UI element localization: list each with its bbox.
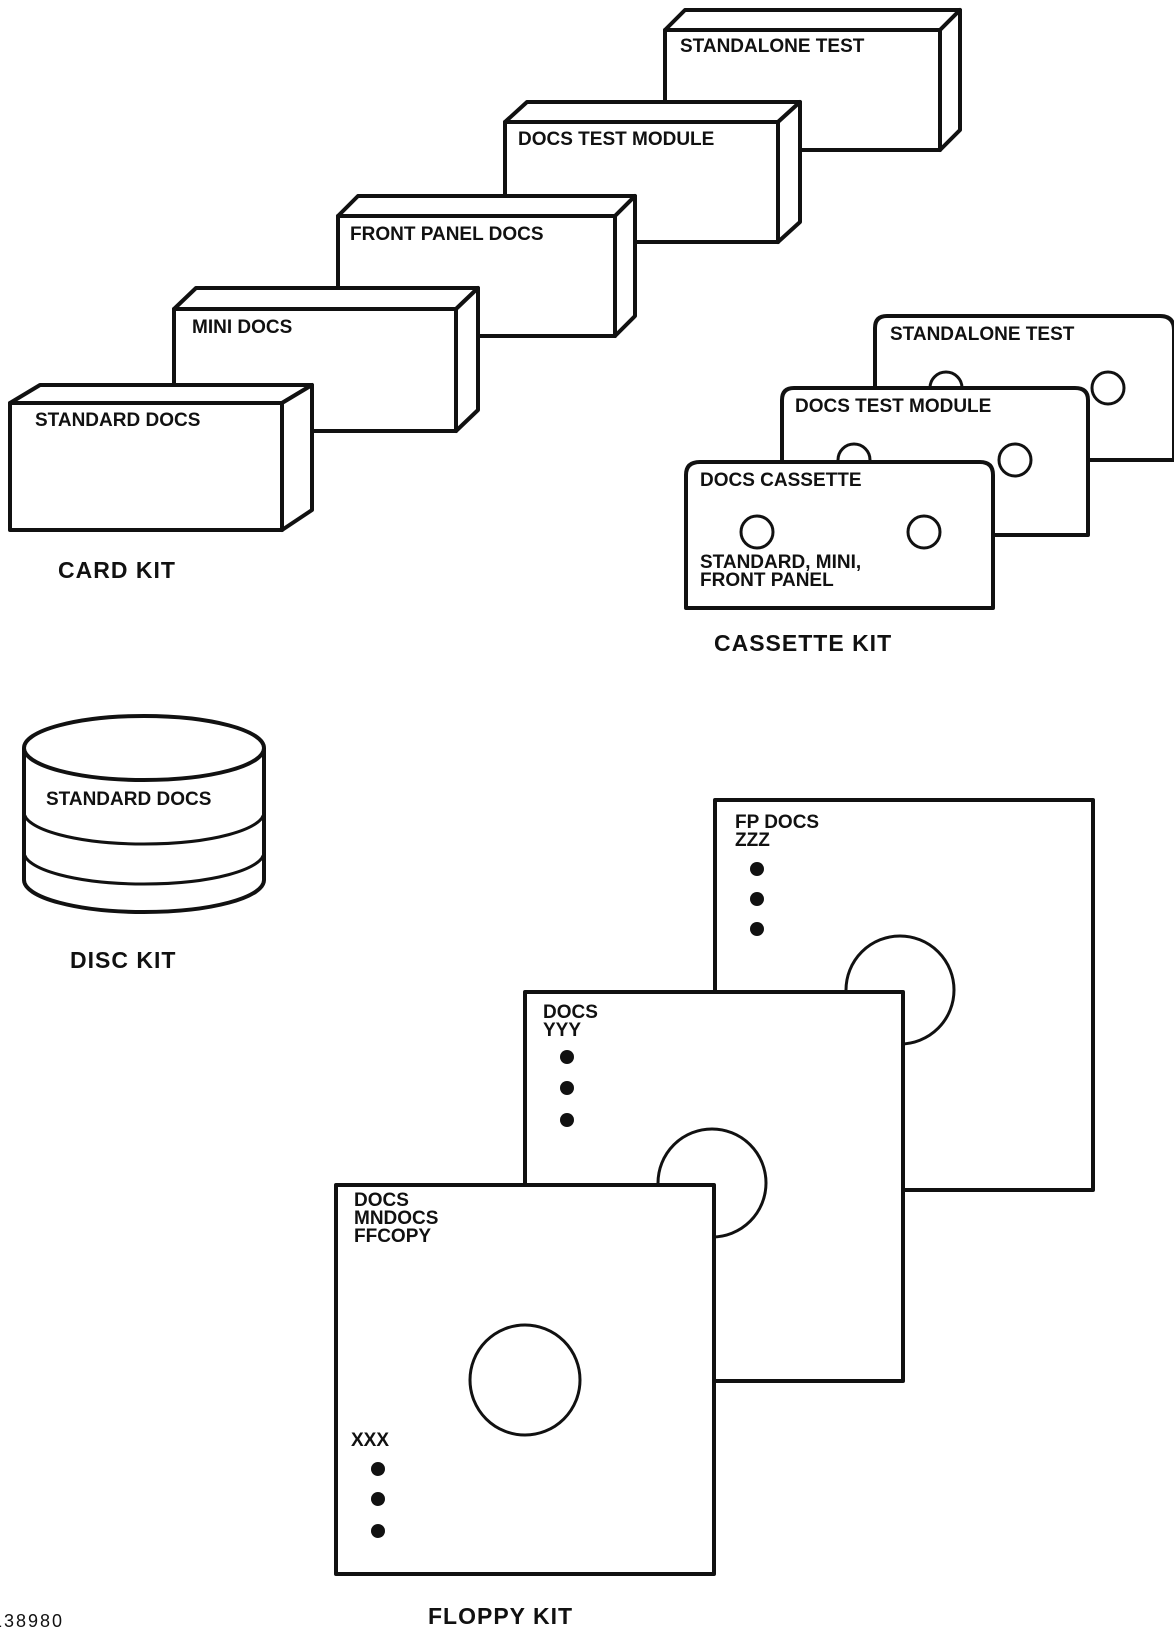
cassette-label-docs-cassette: DOCS CASSETTE xyxy=(700,470,862,491)
cassette-label-docs-test-module: DOCS TEST MODULE xyxy=(795,396,991,417)
floppy-middle-line2: YYY xyxy=(543,1020,581,1041)
card-kit-caption: CARD KIT xyxy=(58,557,176,583)
cassette-front-text-line2: FRONT PANEL xyxy=(700,570,834,591)
cassette-label-standalone-test: STANDALONE TEST xyxy=(890,324,1075,345)
floppy-kit-caption: FLOPPY KIT xyxy=(428,1603,573,1629)
disc-label: STANDARD DOCS xyxy=(46,789,211,810)
card-label-docs-test-module: DOCS TEST MODULE xyxy=(518,129,714,150)
figure-number: 138980 xyxy=(0,1611,64,1629)
disc-kit-caption: DISC KIT xyxy=(70,947,176,973)
card-label-mini-docs: MINI DOCS xyxy=(192,317,292,338)
floppy-back-line2: ZZZ xyxy=(735,830,770,851)
cassette-docs-cassette: DOCS CASSETTE STANDARD, MINI, FRONT PANE… xyxy=(686,462,993,608)
card-label-standard-docs: STANDARD DOCS xyxy=(35,410,200,431)
card-label-standalone-test: STANDALONE TEST xyxy=(680,36,865,57)
floppy-front-line4: XXX xyxy=(351,1430,389,1451)
disc-pack: STANDARD DOCS xyxy=(24,716,264,912)
floppy-front: DOCS MNDOCS FFCOPY XXX xyxy=(336,1185,714,1574)
disc-kit: STANDARD DOCS DISC KIT xyxy=(24,716,264,973)
floppy-kit: FP DOCS ZZZ DOCS YYY DOCS MNDOCS FFCOPY … xyxy=(336,800,1093,1629)
cassette-kit-caption: CASSETTE KIT xyxy=(714,630,892,656)
cassette-kit: STANDALONE TEST DOCS TEST MODULE DOCS CA… xyxy=(686,316,1174,656)
card-label-front-panel-docs: FRONT PANEL DOCS xyxy=(350,224,544,245)
floppy-front-line3: FFCOPY xyxy=(354,1226,431,1247)
card-box-standard-docs: STANDARD DOCS xyxy=(10,385,312,530)
